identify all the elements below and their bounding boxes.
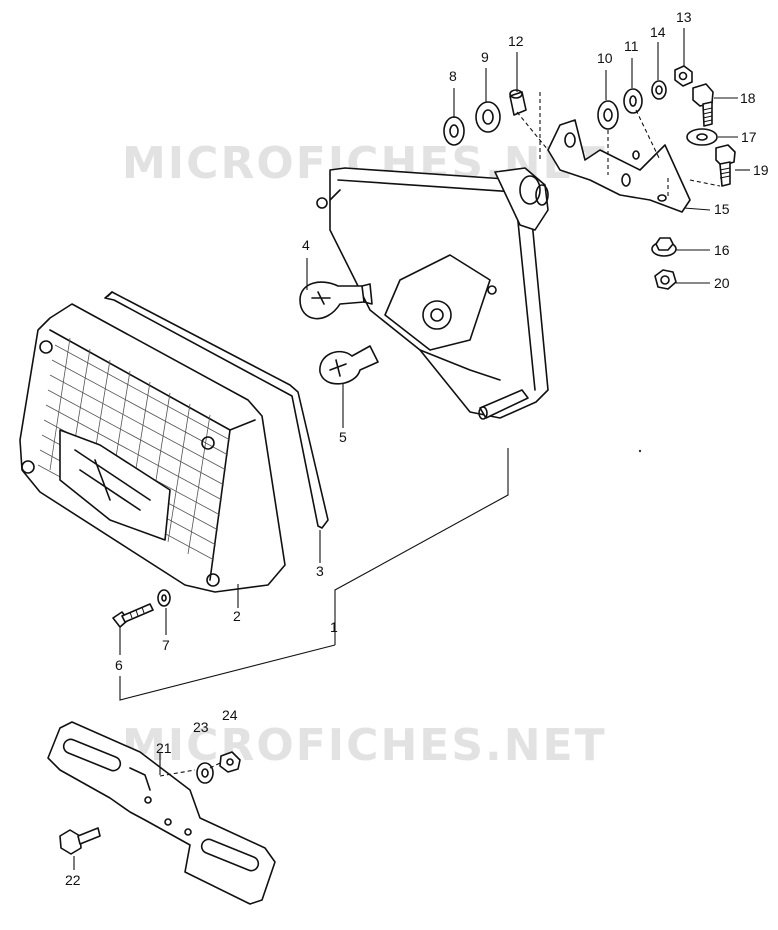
nut-20 [654,269,677,290]
watermark-bottom: MICROFICHES.NET [122,720,607,771]
callout-20: 20 [714,275,730,291]
washer-10 [597,100,619,130]
lock-washer-14 [651,80,667,100]
tail-lamp-lens [19,303,286,593]
callout-15: 15 [714,201,730,217]
bolt-19 [715,144,736,187]
callout-13: 13 [676,9,692,25]
screw-6 [112,603,154,628]
callout-11: 11 [624,38,639,54]
washer-8 [443,116,465,146]
callout-5: 5 [339,429,347,445]
nut-13 [674,65,693,87]
callout-10: 10 [597,50,613,66]
callout-14: 14 [650,24,666,40]
lens-gasket [104,291,329,529]
callout-labels: 1 2 3 4 5 6 7 8 9 10 11 12 13 14 15 16 1… [65,9,769,888]
bulb-5 [319,345,379,385]
callout-17: 17 [741,129,757,145]
callout-18: 18 [740,90,756,106]
washer-11 [623,88,643,114]
bolt-18 [692,83,714,127]
license-bracket-21 [47,721,276,905]
callout-7: 7 [162,637,170,653]
bulb-4 [299,281,373,320]
callout-12: 12 [508,33,524,49]
callout-9: 9 [481,49,489,65]
washer-23 [196,762,214,784]
leader-lines [73,28,750,870]
callout-22: 22 [65,872,81,888]
washer-17 [686,128,718,146]
callout-4: 4 [302,237,310,253]
washer-9 [475,101,501,133]
lamp-housing [316,167,549,420]
spacer-12 [509,89,527,116]
callout-8: 8 [449,68,457,84]
callout-23: 23 [193,719,209,735]
callout-1: 1 [330,619,338,635]
washer-7 [157,589,171,607]
collar-nut-16 [651,237,677,257]
speck [638,449,642,453]
nut-24 [219,751,241,773]
callout-2: 2 [233,608,241,624]
bracket-15 [547,119,691,213]
bolt-22 [59,827,101,855]
callout-16: 16 [714,242,730,258]
callout-3: 3 [316,563,324,579]
callout-24: 24 [222,707,238,723]
callout-19: 19 [753,162,769,178]
callout-6: 6 [115,657,123,673]
callout-21: 21 [156,740,172,756]
